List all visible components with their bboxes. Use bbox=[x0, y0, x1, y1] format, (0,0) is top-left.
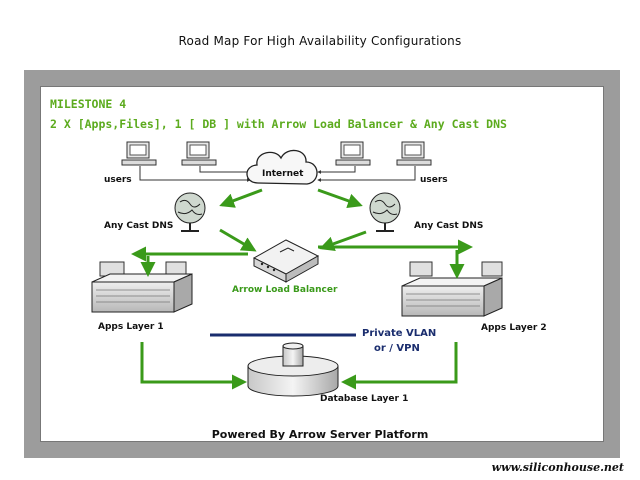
internet-label: Internet bbox=[262, 169, 304, 179]
load-balancer-label: Arrow Load Balancer bbox=[232, 285, 338, 295]
globe-icon-left bbox=[174, 192, 206, 232]
vpn-label: or / VPN bbox=[374, 343, 420, 354]
footer-text: Powered By Arrow Server Platform bbox=[211, 428, 429, 441]
app-server-icon-left bbox=[91, 261, 193, 313]
computer-icon-2 bbox=[181, 141, 217, 166]
apps-layer-1-label: Apps Layer 1 bbox=[98, 322, 164, 332]
dns-label-left: Any Cast DNS bbox=[104, 221, 174, 231]
load-balancer-icon bbox=[252, 239, 320, 283]
app-server-icon-right bbox=[401, 261, 503, 317]
apps-layer-2-label: Apps Layer 2 bbox=[481, 323, 547, 333]
vlan-label: Private VLAN bbox=[362, 328, 437, 339]
globe-icon-right bbox=[369, 192, 401, 232]
website-link[interactable]: www.siliconhouse.net bbox=[491, 461, 624, 474]
database-label: Database Layer 1 bbox=[320, 394, 409, 404]
milestone-heading: MILESTONE 4 bbox=[50, 97, 127, 111]
user-connectors bbox=[139, 166, 416, 182]
flow-arrows bbox=[131, 188, 473, 390]
cloud-icon bbox=[246, 149, 318, 185]
milestone-subtitle: 2 X [Apps,Files], 1 [ DB ] with Arrow Lo… bbox=[50, 117, 507, 131]
computer-icon-3 bbox=[335, 141, 371, 166]
users-label-right: users bbox=[420, 175, 448, 185]
page-title: Road Map For High Availability Configura… bbox=[178, 34, 462, 48]
dns-label-right: Any Cast DNS bbox=[414, 221, 484, 231]
computer-icon-1 bbox=[121, 141, 157, 166]
computer-icon-4 bbox=[396, 141, 432, 166]
users-label-left: users bbox=[104, 175, 132, 185]
database-icon bbox=[247, 342, 339, 397]
